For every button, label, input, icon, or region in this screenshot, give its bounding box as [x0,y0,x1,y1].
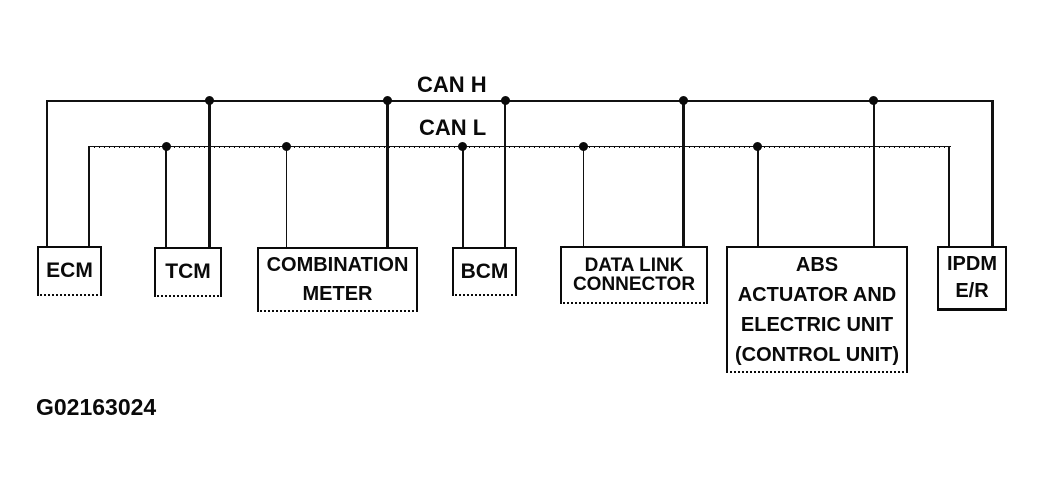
node-abs-unit-label-line4: (CONTROL UNIT) [734,343,900,366]
node-tcm-label: TCM [165,260,211,283]
node-ecm: ECM [37,246,102,296]
can-h-bus-line [46,100,994,102]
node-ipdm-er-label-line1: IPDM [947,253,997,275]
node-combination-meter-label-line1: COMBINATION [266,253,409,276]
node-combination-meter-label-line2: METER [302,282,373,305]
wire-ipdm-er-can-l [948,146,950,247]
node-data-link-connector-label-line1: DATA LINK [584,255,684,276]
wire-tcm-can-h [208,100,211,247]
wire-combination-meter-can-h [386,100,389,247]
wire-abs-unit-can-l [757,146,759,247]
node-ecm-label: ECM [46,259,93,282]
junction-dot-can-h-abs-unit [869,96,878,105]
node-ipdm-er-label-line2: E/R [955,280,989,302]
wire-combination-meter-can-l [286,146,287,247]
junction-dot-can-l-combination-meter [282,142,291,151]
junction-dot-can-h-combination-meter [383,96,392,105]
junction-dot-can-h-data-link-connector [679,96,688,105]
wire-abs-unit-can-h [873,100,875,247]
wire-bcm-can-l [462,146,464,247]
node-bcm-label: BCM [460,259,509,283]
node-abs-unit-label-line2: ACTUATOR AND [737,283,897,306]
node-tcm: TCM [154,247,222,297]
wire-tcm-can-l [165,146,167,247]
can-l-bus-label: CAN L [419,115,487,140]
junction-dot-can-h-bcm [501,96,510,105]
wire-data-link-connector-can-h [682,100,685,247]
junction-dot-can-l-tcm [162,142,171,151]
node-data-link-connector: DATA LINK CONNECTOR [560,246,708,304]
junction-dot-can-l-bcm [458,142,467,151]
junction-dot-can-h-tcm [205,96,214,105]
node-abs-unit-label-line3: ELECTRIC UNIT [740,313,894,336]
can-h-bus-label: CAN H [417,72,487,97]
wire-data-link-connector-can-l [583,146,584,247]
junction-dot-can-l-data-link-connector [579,142,588,151]
figure-id: G02163024 [36,394,157,420]
wire-ecm-can-h [46,100,48,247]
wire-ecm-can-l [88,146,90,247]
wire-ipdm-er-can-h [991,100,994,247]
node-ipdm-er: IPDM E/R [937,246,1007,311]
wire-bcm-can-h [504,100,506,247]
node-data-link-connector-label-line2: CONNECTOR [572,274,696,295]
junction-dot-can-l-abs-unit [753,142,762,151]
node-abs-unit-label-line1: ABS [795,253,839,276]
node-abs-unit: ABS ACTUATOR AND ELECTRIC UNIT (CONTROL … [726,246,908,373]
node-bcm: BCM [452,247,517,296]
can-l-bus-line [89,146,951,148]
node-combination-meter: COMBINATION METER [257,247,418,312]
